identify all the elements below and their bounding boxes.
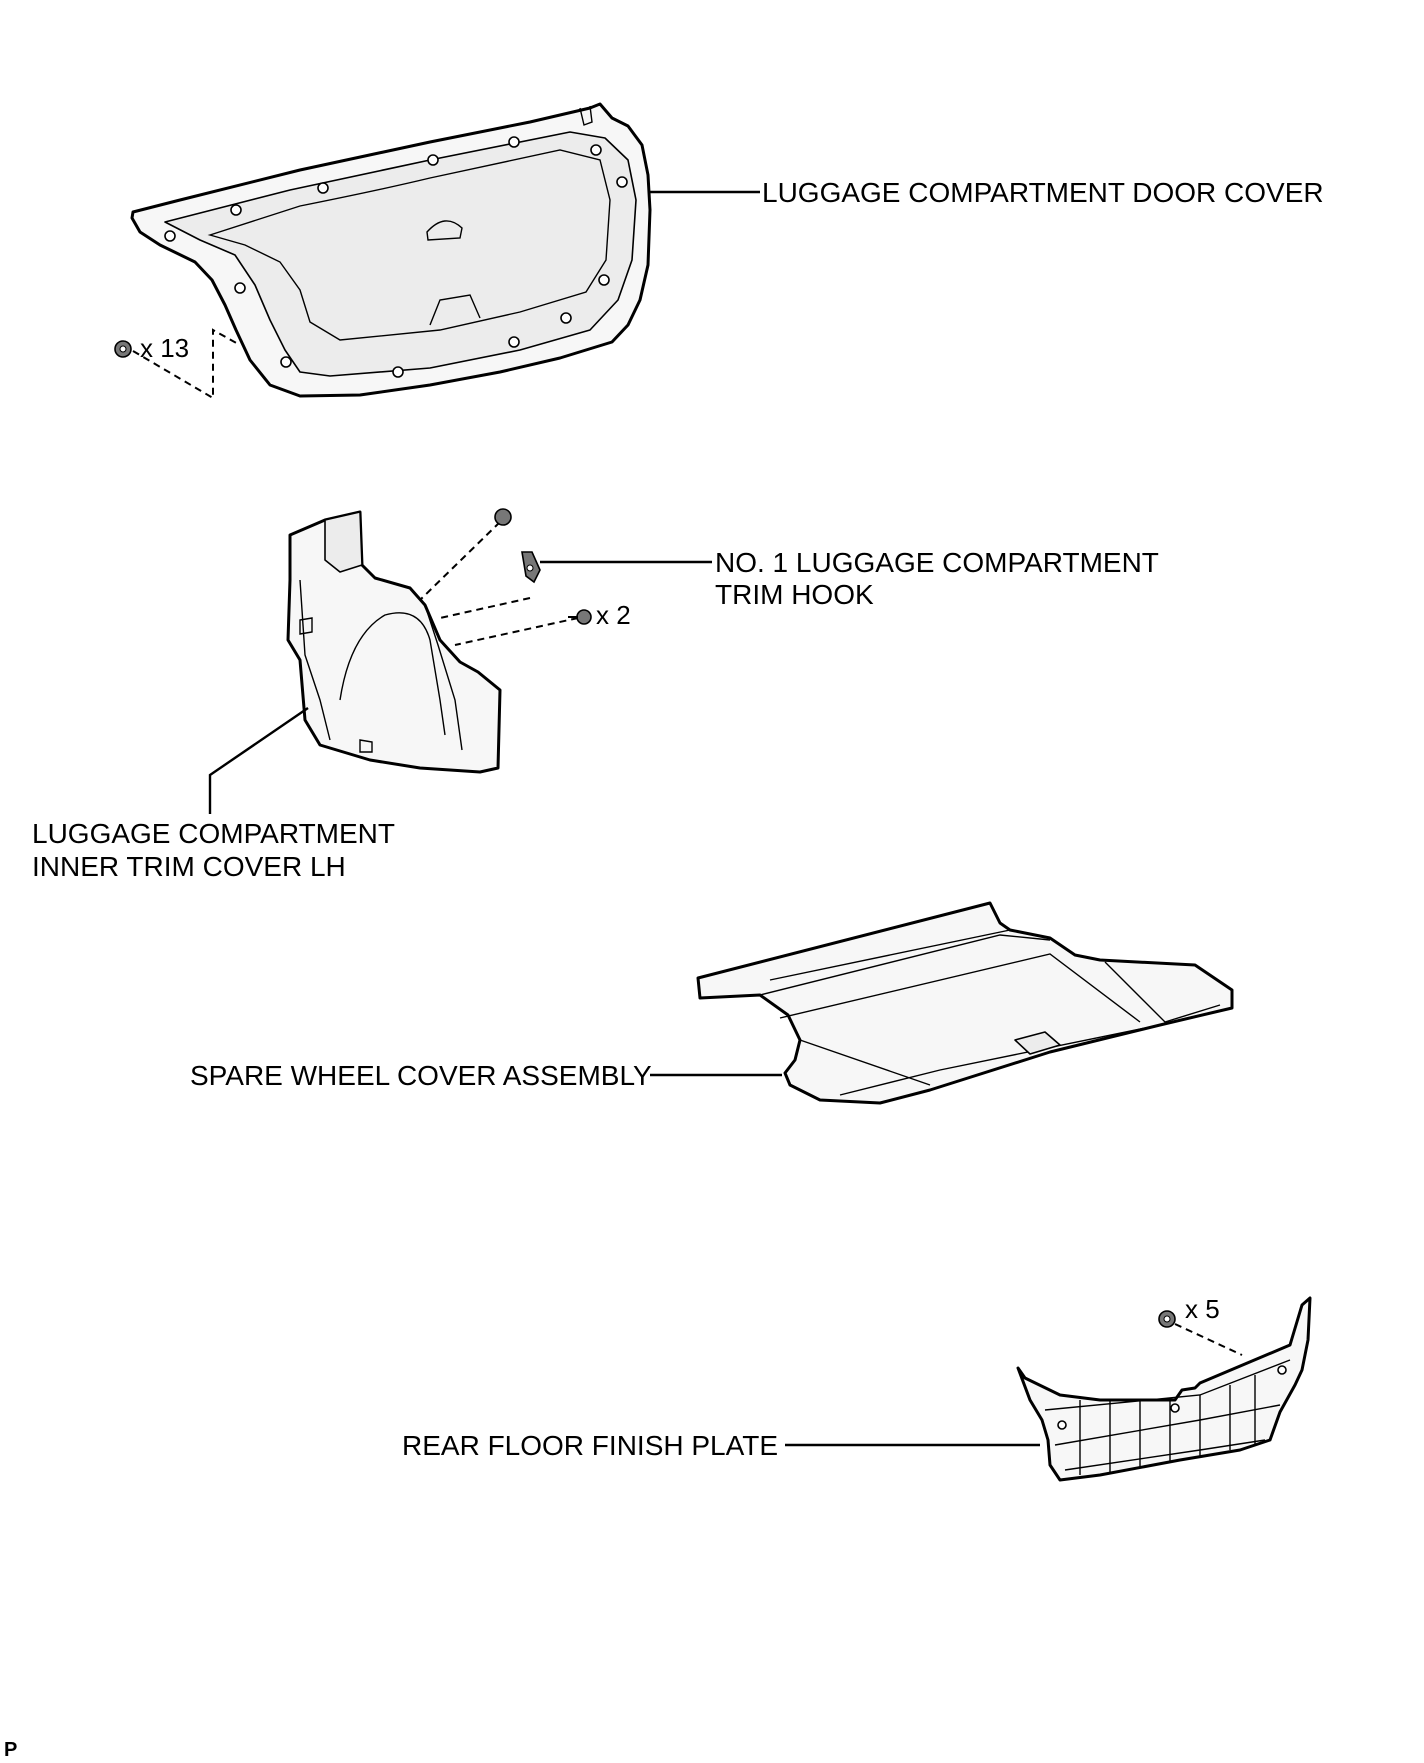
door-cover-illustration	[130, 102, 652, 398]
clip-icon	[114, 340, 132, 358]
trim-hook-fastener-qty: x 2	[596, 600, 631, 630]
screw-icon	[568, 609, 592, 625]
spare-wheel-label: SPARE WHEEL COVER ASSEMBLY	[190, 1060, 652, 1091]
inner-trim-cover-illustration	[286, 510, 502, 774]
door-cover-fastener-dashline	[132, 328, 241, 400]
spare-wheel-cover-illustration	[696, 901, 1234, 1105]
footer-code: P	[4, 1739, 17, 1761]
clip-icon	[1158, 1310, 1176, 1328]
trim-hook-label-line2: TRIM HOOK	[715, 579, 874, 610]
trim-hook-label-line1: NO. 1 LUGGAGE COMPARTMENT	[715, 547, 1159, 578]
inner-trim-screw-dashline	[454, 617, 579, 646]
rear-floor-fastener-dashline	[1174, 1323, 1243, 1356]
door-cover-fastener-qty: x 13	[140, 333, 189, 363]
hook-icon	[521, 551, 541, 584]
rear-floor-plate-illustration	[1016, 1296, 1312, 1482]
inner-trim-clip-dashline	[419, 521, 501, 601]
inner-trim-label-line1: LUGGAGE COMPARTMENT	[32, 818, 395, 849]
clip-icon	[494, 508, 512, 526]
inner-trim-label-line2: INNER TRIM COVER LH	[32, 851, 346, 882]
rear-floor-fastener-qty: x 5	[1185, 1294, 1220, 1324]
door-cover-label: LUGGAGE COMPARTMENT DOOR COVER	[762, 177, 1324, 208]
inner-trim-leader	[208, 707, 309, 814]
inner-trim-hook-dashline	[439, 597, 531, 619]
rear-floor-label: REAR FLOOR FINISH PLATE	[402, 1430, 778, 1461]
